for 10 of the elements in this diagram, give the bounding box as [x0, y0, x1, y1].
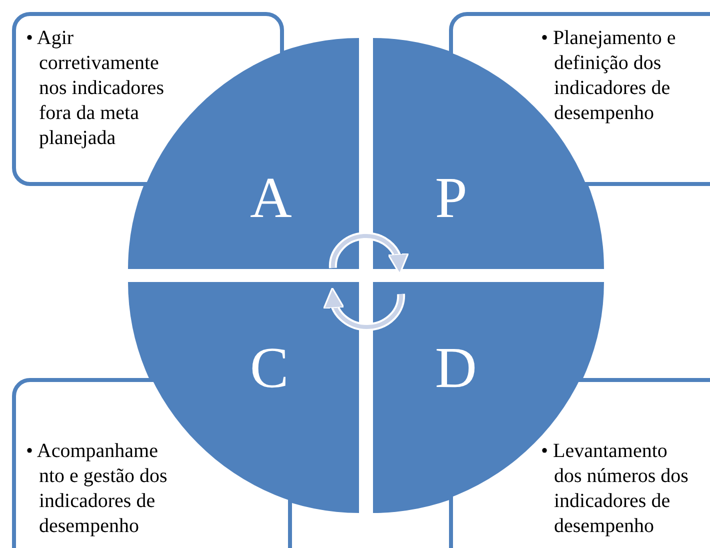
bullet-text: • Planejamento e definição dos indicadores de desempenho	[541, 26, 677, 126]
bullet-text: • Agir corretivamente nos indicadores fora da meta planejada	[26, 26, 165, 151]
cycle-arrow	[329, 232, 408, 275]
phase-letter: A	[250, 168, 292, 228]
cycle-arrow	[324, 287, 405, 331]
phase-letter: D	[435, 338, 477, 398]
bullet-text: • Acompanhame nto e gestão dos indicadores de desempenho	[26, 439, 168, 539]
phase-letter: C	[250, 338, 289, 398]
bullet-text: • Levantamento dos números dos indicadores de desempenho	[541, 439, 690, 539]
phase-letter: P	[435, 168, 468, 228]
